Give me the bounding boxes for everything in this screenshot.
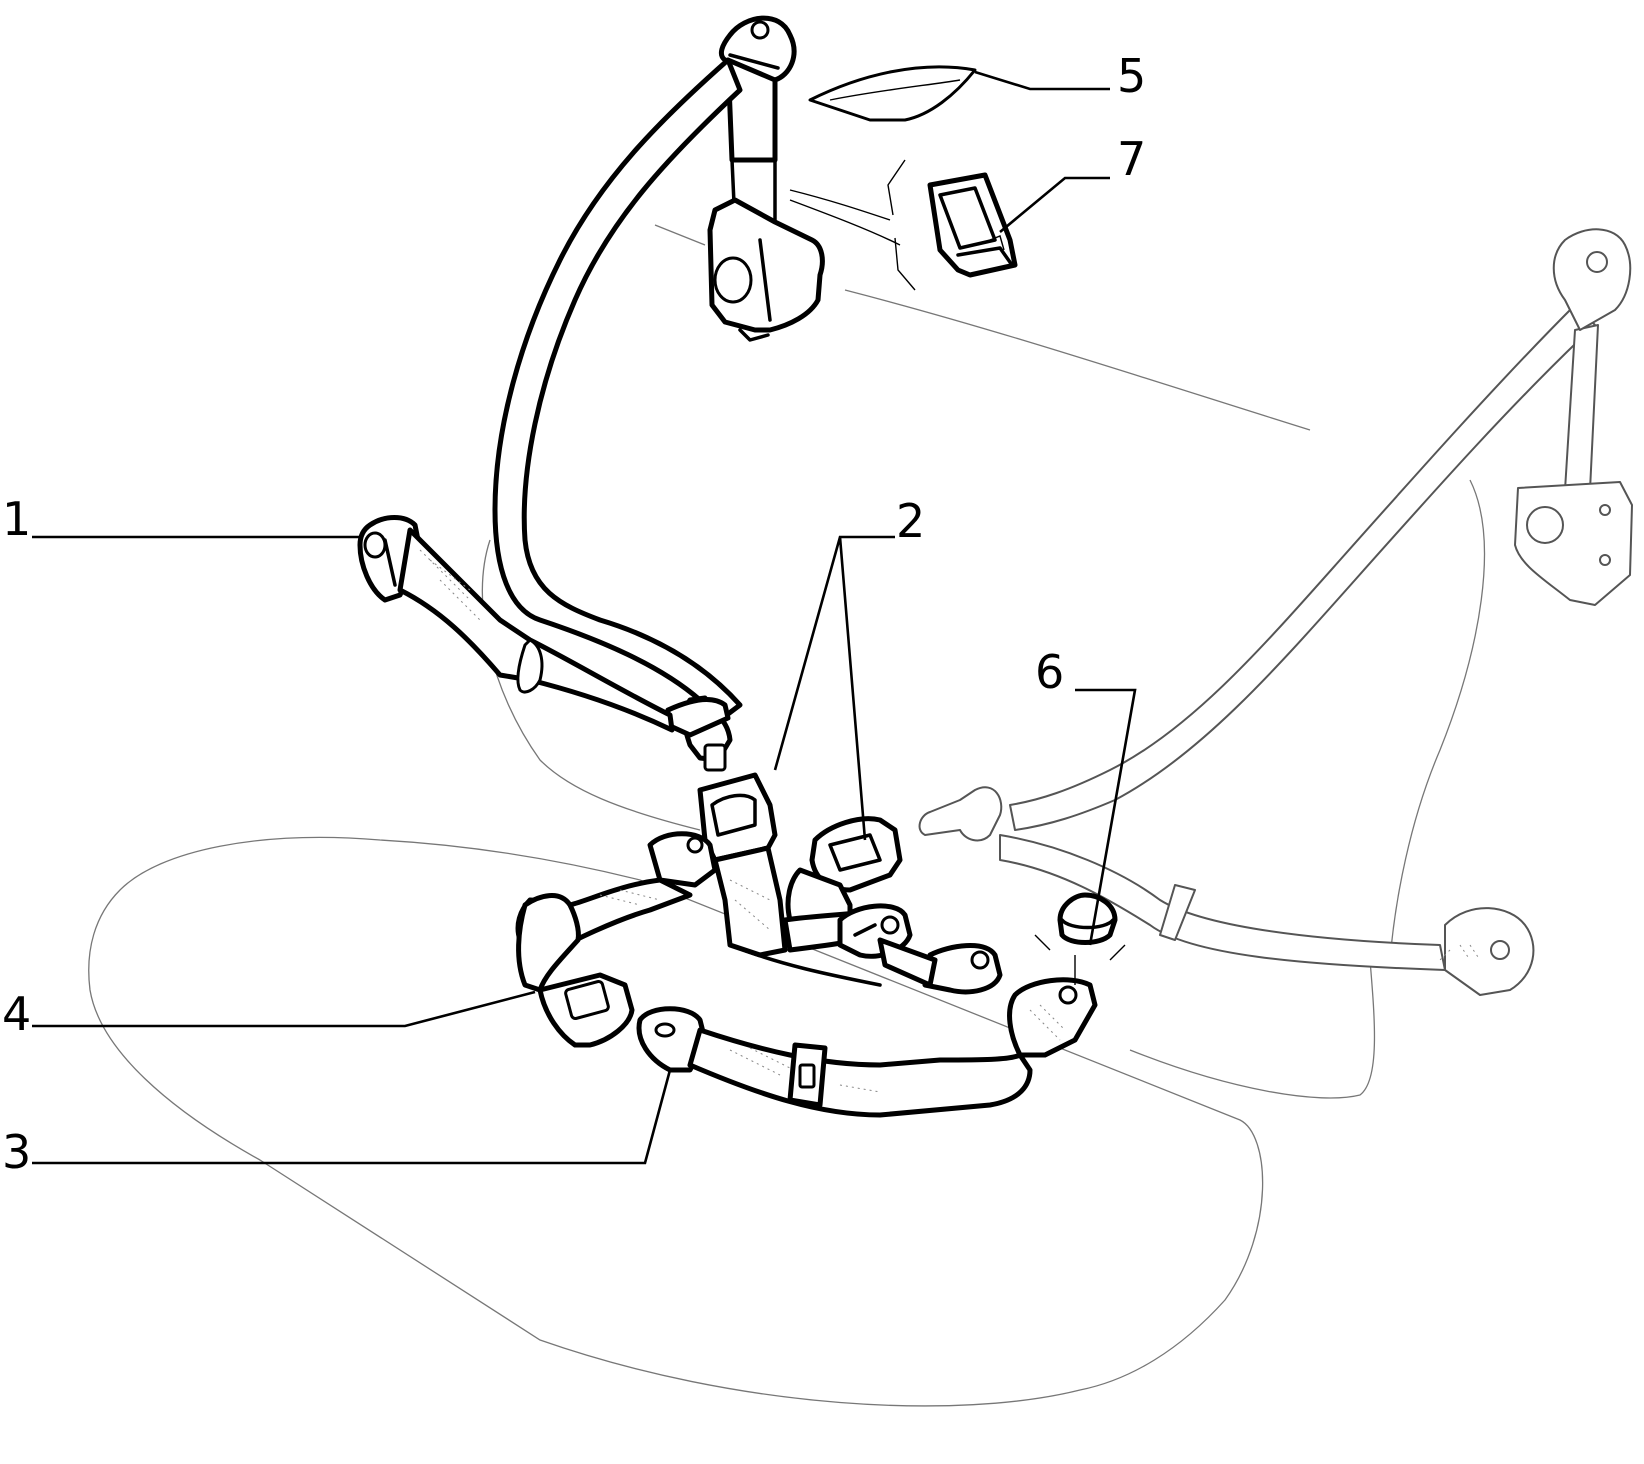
leader-7 <box>999 176 1110 233</box>
callout-2: 2 <box>896 494 925 548</box>
part-5-trim-cover <box>808 65 977 122</box>
callout-1: 1 <box>2 492 31 546</box>
part-1-left-three-point-belt <box>357 15 825 772</box>
leader-6 <box>1075 688 1137 946</box>
right-belt-ghost <box>918 228 1633 996</box>
part-4-centre-lap-belt <box>515 831 718 1048</box>
leader-lines <box>32 70 1137 1165</box>
leader-5 <box>974 70 1110 91</box>
part-6-cap <box>1034 892 1126 985</box>
part-7-guide-bracket <box>789 159 1018 291</box>
part-2-buckles <box>697 772 1003 995</box>
callout-6: 6 <box>1035 645 1064 699</box>
leader-3 <box>32 1069 672 1165</box>
leader-4 <box>32 990 536 1028</box>
rear-seat-cushion-outline <box>88 836 1264 1407</box>
callout-4: 4 <box>2 987 31 1041</box>
callout-3: 3 <box>2 1125 31 1179</box>
callout-7: 7 <box>1117 132 1146 186</box>
leader-2 <box>773 535 895 841</box>
callout-numbers: 1 2 3 4 5 6 7 <box>2 49 1146 1179</box>
part-3-right-lap-belt <box>636 977 1098 1118</box>
callout-5: 5 <box>1117 49 1146 103</box>
